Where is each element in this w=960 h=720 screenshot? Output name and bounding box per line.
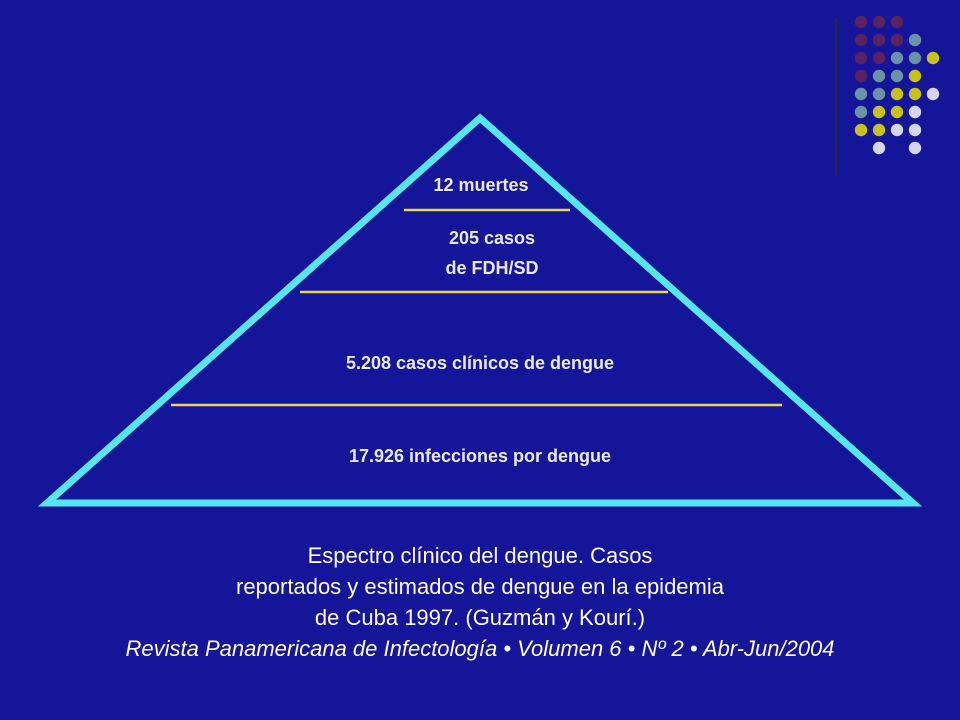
figure-caption: Espectro clínico del dengue. Casos repor… bbox=[0, 540, 960, 664]
decorative-dot bbox=[908, 87, 922, 101]
decorative-dot bbox=[854, 33, 868, 47]
decorative-dot bbox=[854, 51, 868, 65]
level-infections-label: 17.926 infecciones por dengue bbox=[349, 446, 611, 466]
decorative-dot bbox=[890, 33, 904, 47]
decorative-dot bbox=[872, 141, 886, 155]
level-fdh-sd-label-line1: 205 casos bbox=[449, 228, 535, 248]
decorative-dot bbox=[872, 15, 886, 29]
decorative-dot bbox=[908, 105, 922, 119]
decorative-dot bbox=[854, 105, 868, 119]
caption-line-2: reportados y estimados de dengue en la e… bbox=[236, 574, 724, 599]
decorative-dot bbox=[854, 15, 868, 29]
decorative-dot bbox=[908, 51, 922, 65]
decorative-dot bbox=[872, 33, 886, 47]
decorative-dot bbox=[908, 69, 922, 83]
decorative-dot bbox=[890, 51, 904, 65]
decorative-dot bbox=[890, 69, 904, 83]
decorative-dot bbox=[872, 123, 886, 137]
decorative-dot bbox=[926, 51, 940, 65]
decorative-dot bbox=[872, 105, 886, 119]
caption-line-3: de Cuba 1997. (Guzmán y Kourí.) bbox=[314, 605, 646, 630]
decorative-dot bbox=[872, 69, 886, 83]
decorative-dot bbox=[890, 15, 904, 29]
decorative-dot bbox=[926, 87, 940, 101]
decorative-dot bbox=[908, 123, 922, 137]
decorative-dot bbox=[854, 87, 868, 101]
caption-citation: Revista Panamericana de Infectología • V… bbox=[125, 636, 835, 661]
caption-line-1: Espectro clínico del dengue. Casos bbox=[307, 543, 653, 568]
level-clinical-cases-label: 5.208 casos clínicos de dengue bbox=[346, 353, 614, 373]
level-deaths-label: 12 muertes bbox=[433, 175, 528, 195]
decorative-dot-grid bbox=[854, 15, 940, 155]
decorative-dot bbox=[872, 87, 886, 101]
decorative-dot bbox=[890, 105, 904, 119]
decorative-dot bbox=[890, 87, 904, 101]
decorative-dot bbox=[908, 33, 922, 47]
decorative-dot bbox=[854, 123, 868, 137]
level-fdh-sd-label-line2: de FDH/SD bbox=[445, 258, 538, 278]
decorative-dot bbox=[872, 51, 886, 65]
decorative-dot bbox=[908, 141, 922, 155]
decorative-dot bbox=[890, 123, 904, 137]
decorative-dot bbox=[854, 69, 868, 83]
pyramid-outline bbox=[37, 113, 923, 507]
